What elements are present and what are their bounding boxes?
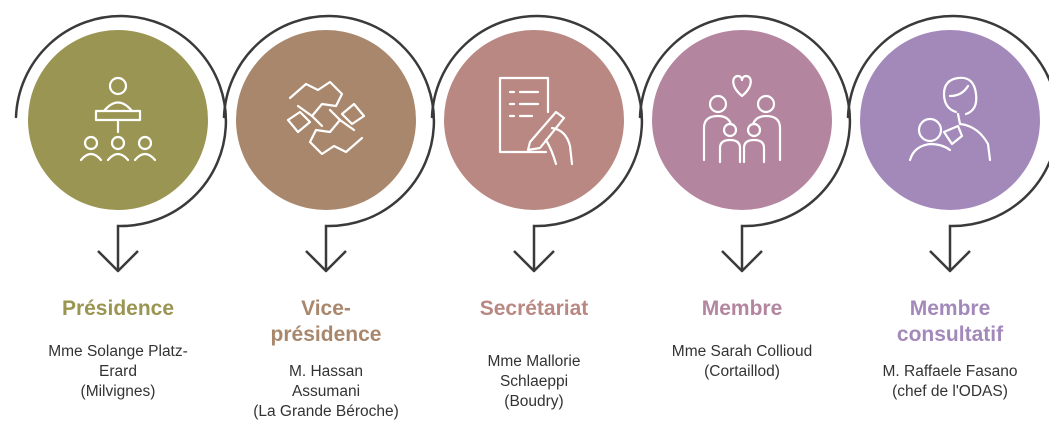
ring-arc xyxy=(222,14,436,272)
member-commune: (chef de l'ODAS) xyxy=(892,383,1008,400)
presenter-audience-icon xyxy=(79,76,157,162)
role-title-text: Secrétariat xyxy=(479,297,589,320)
down-arrow-icon xyxy=(513,250,555,273)
role-flow-diagram xyxy=(14,14,1049,273)
role-title: Secrétariat xyxy=(434,296,634,322)
member-name-line: Schlaeppi xyxy=(499,373,569,390)
document-writing-icon xyxy=(498,76,574,166)
role-title: Vice- présidence xyxy=(226,296,426,348)
member-commune: (Milvignes) xyxy=(80,383,156,400)
role-title: Membre xyxy=(642,296,842,322)
step-vice-presidence xyxy=(222,14,436,273)
step-text-secretariat: Secrétariat Mme Mallorie Schlaeppi (Boud… xyxy=(434,296,634,412)
step-text-vice-presidence: Vice- présidence M. Hassan Assumani (La … xyxy=(226,296,426,422)
down-arrow-icon xyxy=(929,250,971,273)
member-name-line: Mme Sarah Collioud xyxy=(671,343,813,360)
member-name: M. Raffaele Fasano (chef de l'ODAS) xyxy=(850,362,1049,402)
role-title: Membre consultatif xyxy=(850,296,1049,348)
member-commune: (Boudry) xyxy=(504,393,564,410)
advisor-icon xyxy=(908,76,992,162)
step-circle xyxy=(444,30,624,210)
step-circle xyxy=(236,30,416,210)
handshake-puzzle-icon xyxy=(286,80,366,156)
role-title-line: Membre xyxy=(909,297,991,320)
member-commune: (Cortaillod) xyxy=(704,363,780,380)
role-title-line: présidence xyxy=(270,323,382,346)
step-circle xyxy=(860,30,1040,210)
step-membre-consultatif xyxy=(846,14,1049,273)
step-membre xyxy=(638,14,852,273)
role-title-line: consultatif xyxy=(896,323,1004,346)
step-text-membre: Membre Mme Sarah Collioud (Cortaillod) xyxy=(642,296,842,382)
member-name: Mme Sarah Collioud (Cortaillod) xyxy=(642,342,842,382)
member-name-line: Mme Mallorie xyxy=(487,353,581,370)
ring-arc xyxy=(846,14,1049,272)
role-title-line: Vice- xyxy=(301,297,351,320)
down-arrow-icon xyxy=(305,250,347,273)
down-arrow-icon xyxy=(721,250,763,273)
ring-arc xyxy=(638,14,852,272)
step-presidence xyxy=(14,14,228,273)
member-name-line: Erard xyxy=(99,363,137,380)
role-title: Présidence xyxy=(18,296,218,322)
member-name-line: Mme Solange Platz- xyxy=(48,343,188,360)
family-heart-icon xyxy=(702,74,782,164)
member-name: M. Hassan Assumani (La Grande Béroche) xyxy=(226,362,426,422)
step-text-membre-consultatif: Membre consultatif M. Raffaele Fasano (c… xyxy=(850,296,1049,402)
role-title-text: Présidence xyxy=(61,297,175,320)
role-title-text: Membre xyxy=(701,297,783,320)
step-secretariat xyxy=(430,14,644,273)
step-circle xyxy=(652,30,832,210)
step-text-presidence: Présidence Mme Solange Platz- Erard (Mil… xyxy=(18,296,218,402)
member-name-line: M. Raffaele Fasano xyxy=(882,363,1018,380)
down-arrow-icon xyxy=(97,250,139,273)
member-commune: (La Grande Béroche) xyxy=(253,403,399,420)
member-name-line: M. Hassan xyxy=(288,363,364,380)
member-name-line: Assumani xyxy=(291,383,361,400)
member-name: Mme Solange Platz- Erard (Milvignes) xyxy=(18,342,218,402)
ring-arc xyxy=(14,14,228,272)
ring-arc xyxy=(430,14,644,272)
member-name: Mme Mallorie Schlaeppi (Boudry) xyxy=(434,352,634,412)
